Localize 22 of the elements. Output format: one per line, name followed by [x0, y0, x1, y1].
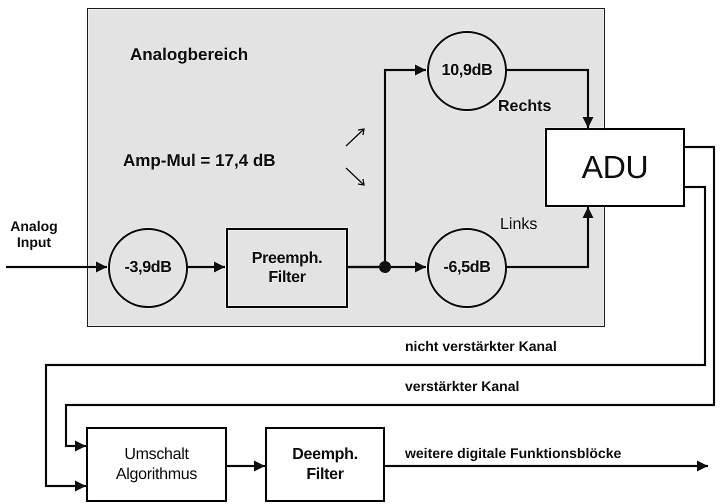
process-box: ADU: [545, 128, 685, 207]
arrow: [385, 460, 708, 472]
arrow: [44, 186, 706, 492]
note-text: Amp-Mul = 17,4 dB: [123, 151, 276, 171]
arrow: [506, 207, 594, 268]
edge-label: weitere digitale Funktionsblöcke: [405, 445, 622, 462]
arrow: [347, 262, 426, 272]
arrow: [6, 262, 107, 272]
arrow: [227, 460, 265, 472]
edge-label: Analog Input: [9, 218, 59, 250]
arrow: [187, 262, 225, 272]
edge-label: nicht verstärkter Kanal: [405, 338, 557, 354]
arrow: [64, 146, 716, 452]
edge-label: verstärkter Kanal: [405, 378, 520, 394]
process-box: Deemph. Filter: [265, 427, 385, 502]
gain-circle: -3,9dB: [108, 228, 188, 308]
process-box: Preemph. Filter: [226, 228, 348, 308]
gain-circle: -6,5dB: [427, 228, 507, 308]
process-box: Umschalt Algorithmus: [86, 427, 227, 502]
region-title: Analogbereich: [130, 45, 248, 65]
edge-label: Rechts: [498, 98, 552, 116]
arrow: [506, 68, 594, 128]
